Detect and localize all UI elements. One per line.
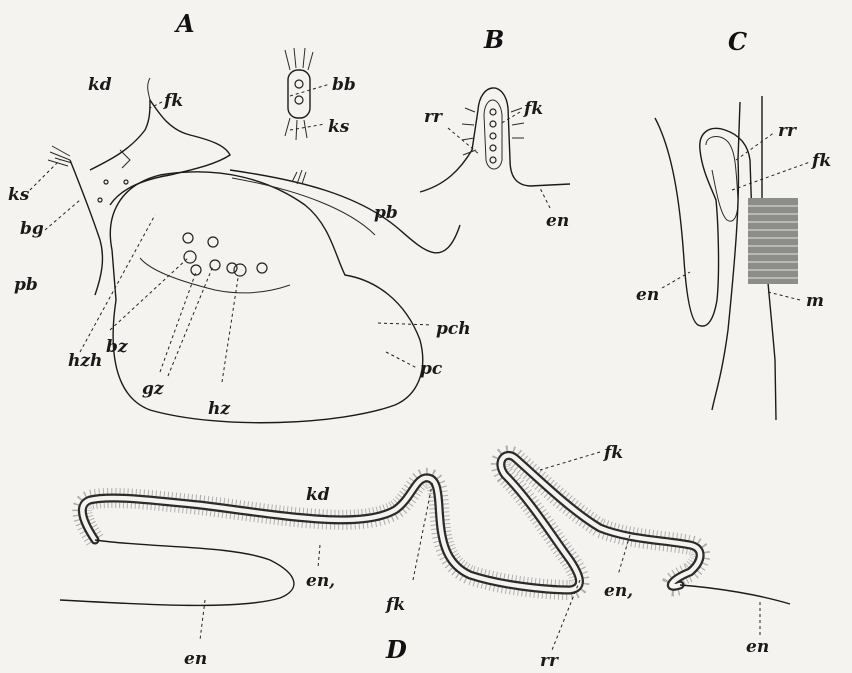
panel-b-title: B [483, 25, 504, 54]
label-d-kd: kd [306, 485, 330, 505]
panel-a-title: A [174, 9, 195, 38]
label-a-fk: fk [163, 91, 183, 111]
label-d-en-left: en [184, 649, 207, 669]
d-cilia-layer [82, 455, 700, 590]
label-d-en-right: en [746, 637, 769, 657]
panel-c-title: C [728, 27, 747, 56]
a-bb-cell [288, 70, 310, 118]
label-c-rr: rr [778, 121, 797, 141]
label-c-m: m [806, 291, 824, 311]
label-b-fk: fk [523, 99, 543, 119]
label-a-bb: bb [332, 75, 356, 95]
label-d-fk-mid: fk [385, 595, 405, 615]
label-d-rr: rr [540, 651, 559, 671]
label-a-hzh: hzh [68, 351, 102, 371]
label-a-hz: hz [208, 399, 230, 419]
label-d-en1-right: en, [604, 581, 633, 601]
label-a-pch: pch [436, 319, 471, 339]
panel-c [655, 96, 810, 420]
label-a-kd: kd [88, 75, 112, 95]
label-b-rr: rr [424, 107, 443, 127]
label-a-ks-top: ks [328, 117, 350, 137]
panel-d-title: D [385, 635, 407, 664]
panel-d [60, 452, 790, 650]
label-a-bg: bg [20, 219, 44, 239]
label-a-ks-left: ks [8, 185, 30, 205]
c-muscle-block [748, 198, 798, 284]
label-a-pb-left: pb [14, 275, 38, 295]
label-b-en: en [546, 211, 569, 231]
label-a-bz: bz [106, 337, 128, 357]
c-right-wall [712, 102, 740, 410]
d-epithelium [82, 455, 700, 590]
a-upper-body [90, 100, 230, 205]
a-pb-line-right [230, 170, 460, 253]
label-c-en: en [636, 285, 659, 305]
label-a-gz: gz [142, 379, 164, 399]
label-d-en1-left: en, [306, 571, 335, 591]
label-a-pc: pc [420, 359, 443, 379]
d-en-line-left [60, 540, 294, 605]
d-en-line-right [680, 585, 790, 604]
label-c-fk: fk [811, 151, 831, 171]
label-d-fk-top: fk [603, 443, 623, 463]
panel-b [420, 88, 570, 208]
a-inner-membrane [140, 258, 290, 293]
b-fold-outline [420, 88, 570, 192]
a-pb-line-left [70, 160, 102, 295]
label-a-pb-right: pb [374, 203, 398, 223]
